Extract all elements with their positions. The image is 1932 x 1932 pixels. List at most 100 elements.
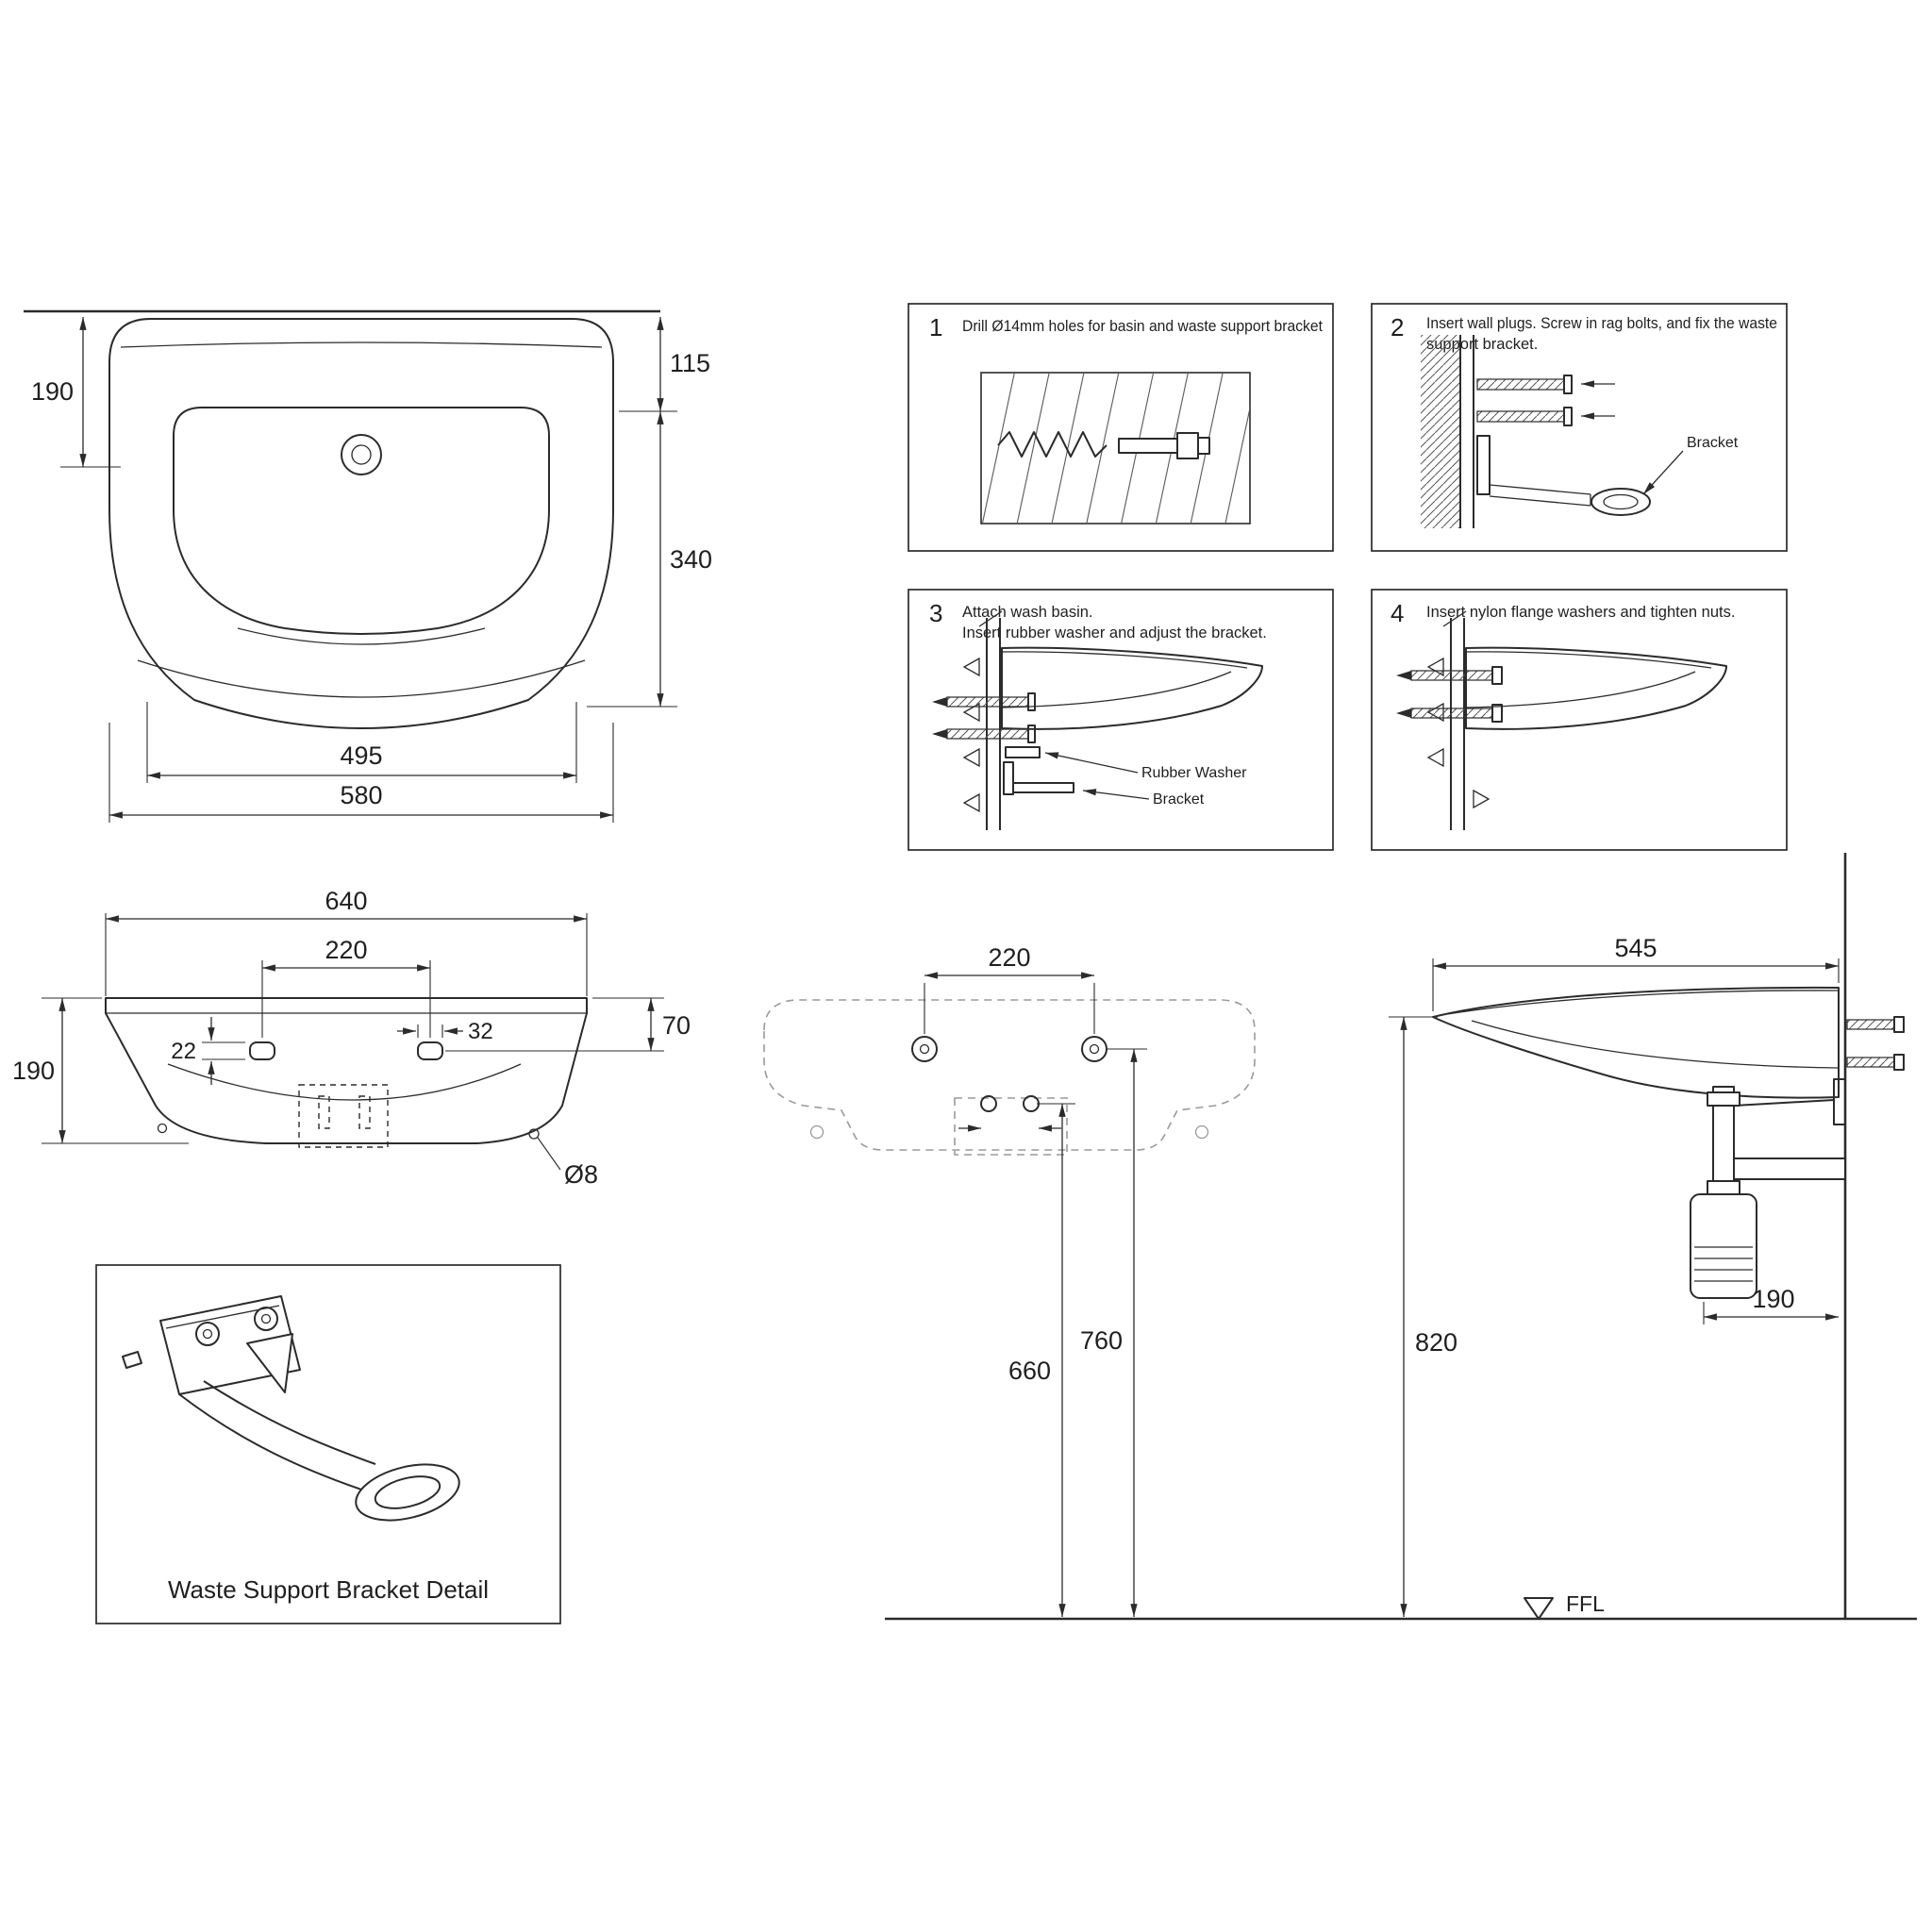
waste-bracket-icon: [1476, 435, 1651, 516]
step-2-number: 2: [1391, 313, 1404, 341]
bracket-hole-left: [980, 1095, 997, 1112]
step-1-border: [908, 303, 1334, 552]
drill-tail: [1197, 437, 1210, 455]
side-dim-rim-height-label: 820: [1415, 1328, 1457, 1357]
fixing-bolt-1: [932, 692, 1036, 711]
bracket-detail-drawing: [122, 1295, 460, 1522]
side-dim-trap: 190: [1703, 1285, 1839, 1324]
waste-support-bracket-side: [1733, 1078, 1846, 1125]
bracket-plate: [159, 1295, 301, 1395]
bowl-bottom-arc: [237, 627, 486, 645]
front-dim-height-label: 190: [12, 1057, 55, 1085]
mounting-dim-hole-centres-label: 220: [988, 943, 1030, 972]
step-3-bracket-label: Bracket: [1153, 791, 1205, 808]
bolt-hole-1: [195, 1322, 220, 1346]
front-dim-hole-centres: 220: [261, 936, 431, 1038]
side-view: 545 190 820 FFL: [1389, 853, 1905, 1620]
ring-outer: [355, 1463, 460, 1522]
trap-body: [1690, 1193, 1757, 1299]
bracket-leader: [1082, 789, 1150, 800]
front-dim-hole-centres-label: 220: [325, 936, 367, 964]
plan-dim-depth: 190: [31, 317, 121, 468]
mounting-hole-right: [417, 1041, 443, 1060]
step-1-number: 1: [929, 313, 942, 341]
front-dim-overall: 640: [105, 887, 588, 996]
mounting-dim-hole-height-label: 760: [1080, 1326, 1123, 1355]
wall-hatch-marks: [962, 657, 980, 813]
step-2-illustration: Bracket: [1421, 335, 1739, 528]
side-dim-depth: 545: [1432, 934, 1840, 1011]
front-dim-hole-height: 22: [171, 1017, 245, 1085]
basin-bowl-line: [1001, 671, 1232, 708]
wall-bolt-upper: [1846, 1016, 1905, 1033]
front-dim-fixing-hole-label: Ø8: [564, 1160, 598, 1189]
flange-bolt-2: [1396, 704, 1503, 723]
trap-outlet-pipe: [1731, 1158, 1846, 1180]
drill-chuck: [1176, 432, 1199, 459]
mounting-view: 220 660 760: [763, 943, 1256, 1617]
tap-hole-inner: [351, 444, 372, 465]
plan-dim-overall-width: 580: [108, 723, 614, 823]
step-4-illustration: [1396, 610, 1727, 830]
front-dim-hole-height-label: 22: [171, 1039, 196, 1064]
gusset: [246, 1333, 293, 1393]
break-mark: [1442, 610, 1467, 627]
plan-view: 190 115 340 495 580: [24, 309, 712, 823]
bracket-icon: [1003, 761, 1074, 795]
ghost-hole-right: [1194, 1124, 1209, 1140]
wall-hatch: [1421, 335, 1460, 528]
rag-bolt-end: [122, 1351, 142, 1369]
basin-rim-line: [1001, 651, 1248, 669]
rag-bolt-2: [1476, 407, 1615, 426]
basin-profile-step4: [1465, 646, 1727, 730]
front-dim-top-to-hole: 70: [445, 997, 691, 1052]
step-2-text-line1: Insert wall plugs. Screw in rag bolts, a…: [1426, 315, 1777, 332]
step-3-panel: 3 Attach wash basin. Insert rubber washe…: [908, 589, 1334, 851]
bracket-detail-panel: Waste Support Bracket Detail: [95, 1264, 561, 1624]
plan-dim-inner-width-label: 495: [340, 741, 382, 770]
step-2-panel: 2 Insert wall plugs. Screw in rag bolts,…: [1371, 303, 1788, 552]
front-dim-height: 190: [12, 997, 189, 1144]
basin-profile-side: [1432, 986, 1840, 1099]
rag-bolt-1: [1476, 375, 1615, 394]
plan-dim-inner-width: 495: [146, 702, 577, 783]
ffl-label: FFL: [1566, 1591, 1605, 1616]
bowl-line: [1471, 1020, 1840, 1069]
step-3-text-line2: Insert rubber washer and adjust the brac…: [962, 625, 1267, 641]
front-dim-overall-label: 640: [325, 887, 367, 915]
tap-hole-outer: [341, 434, 382, 475]
mounting-dim-bracket-height: 660: [1008, 1103, 1075, 1617]
ffl-triangle-icon: [1524, 1597, 1554, 1620]
mounting-hole-left: [249, 1041, 275, 1060]
basin-profile-step3: [1001, 646, 1263, 730]
basin-ghost-outline: [763, 999, 1256, 1151]
step-3-border: [908, 589, 1334, 851]
front-dim-top-to-hole-label: 70: [662, 1011, 691, 1040]
arm-bottom-edge: [178, 1393, 365, 1491]
step-1-illustration: [980, 372, 1251, 525]
step-1-panel: 1 Drill Ø14mm holes for basin and waste …: [908, 303, 1334, 552]
step-3-number: 3: [929, 599, 942, 627]
side-dim-depth-label: 545: [1614, 934, 1657, 962]
bolt-hole-2: [254, 1307, 278, 1331]
front-dim-hole-width-label: 32: [468, 1019, 493, 1044]
plan-dim-bowl-depth-label: 340: [670, 545, 712, 574]
trap-ridges: [1694, 1246, 1753, 1282]
side-dim-rim-height: 820: [1389, 1016, 1457, 1617]
mounting-dim-bracket-height-label: 660: [1008, 1357, 1051, 1385]
bracket-leader: [1642, 450, 1684, 495]
bracket-hole-right: [1023, 1095, 1040, 1112]
basin-bowl-line: [1465, 671, 1696, 708]
step-2-bracket-label: Bracket: [1687, 435, 1739, 451]
washer-leader: [1044, 752, 1139, 774]
step-4-number: 4: [1391, 599, 1404, 627]
wall-plug-hole-left: [911, 1036, 938, 1062]
basin-outline-plan: [108, 318, 614, 729]
mounting-dim-hole-height: 760: [1080, 1048, 1147, 1617]
step-3-washer-label: Rubber Washer: [1141, 765, 1247, 781]
skirt-curve: [167, 1063, 522, 1101]
step-4-panel: 4 Insert nylon flange washers and tighte…: [1371, 589, 1788, 851]
rim-inner-line: [1446, 990, 1840, 1015]
